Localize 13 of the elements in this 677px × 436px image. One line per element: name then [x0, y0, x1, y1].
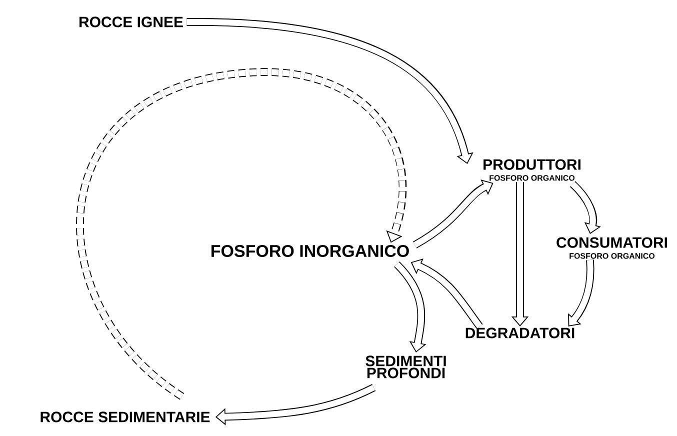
label-text: SEDIMENTI PROFONDI: [366, 356, 446, 378]
label-text: CONSUMATORI FOSFORO ORGANICO: [556, 237, 667, 259]
block-arrow: [394, 262, 426, 352]
label-text: PRODUTTORI FOSFORO ORGANICO: [484, 159, 580, 181]
label-text: ROCCE SEDIMENTARIE: [40, 412, 210, 422]
block-arrow: [412, 180, 494, 248]
block-arrow: [216, 384, 376, 426]
block-arrow: [186, 18, 474, 164]
label-text: FOSFORO INORGANICO: [212, 244, 409, 258]
block-arrow: [568, 260, 594, 326]
block-arrow: [76, 68, 406, 400]
label-text: ROCCE IGNEE: [80, 16, 183, 28]
label-text: DEGRADATORI: [466, 328, 574, 338]
